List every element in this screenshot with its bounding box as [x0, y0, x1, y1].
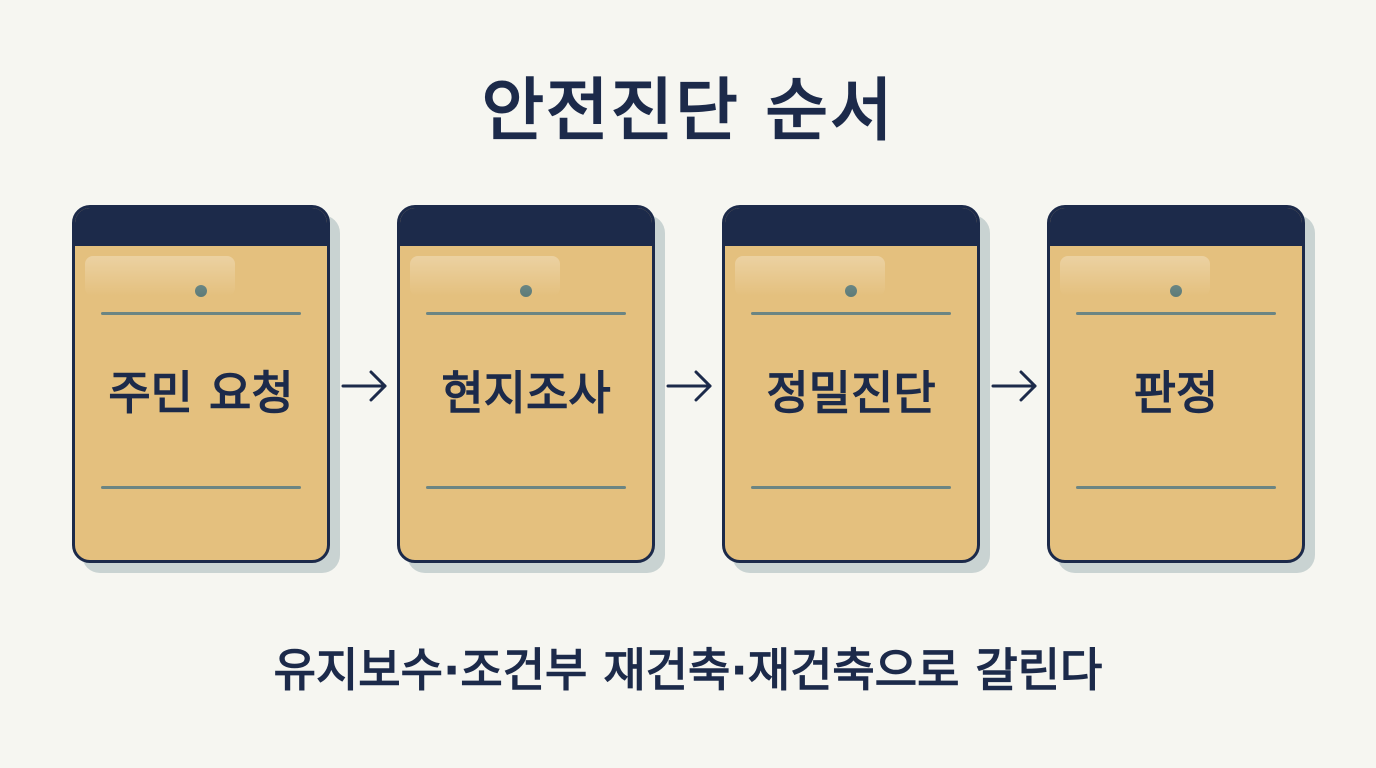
arrow-right-icon — [991, 370, 1037, 402]
card-dot — [1170, 285, 1182, 297]
arrow-right-icon — [666, 370, 712, 402]
step-label: 주민 요청 — [108, 366, 294, 420]
card-dot — [845, 285, 857, 297]
card-divider-top — [1076, 312, 1276, 315]
diagram-title: 안전진단 순서 — [481, 72, 895, 151]
step-card-2: 현지조사 — [397, 205, 655, 563]
step-label: 현지조사 — [441, 366, 611, 420]
card-header — [725, 208, 977, 246]
card-divider-bottom — [101, 486, 301, 489]
card-divider-top — [101, 312, 301, 315]
card-divider-bottom — [751, 486, 951, 489]
card-header — [75, 208, 327, 246]
card-divider-top — [426, 312, 626, 315]
card-divider-top — [751, 312, 951, 315]
card-dot — [195, 285, 207, 297]
card-dot — [520, 285, 532, 297]
step-card-4: 판정 — [1047, 205, 1305, 563]
step-label: 정밀진단 — [766, 366, 936, 420]
step-card-1: 주민 요청 — [72, 205, 330, 563]
card-divider-bottom — [426, 486, 626, 489]
step-card-3: 정밀진단 — [722, 205, 980, 563]
card-header — [400, 208, 652, 246]
arrow-right-icon — [341, 370, 387, 402]
card-divider-bottom — [1076, 486, 1276, 489]
card-header — [1050, 208, 1302, 246]
footer-caption: 유지보수·조건부 재건축·재건축으로 갈린다 — [273, 643, 1103, 697]
step-label: 판정 — [1133, 366, 1219, 420]
